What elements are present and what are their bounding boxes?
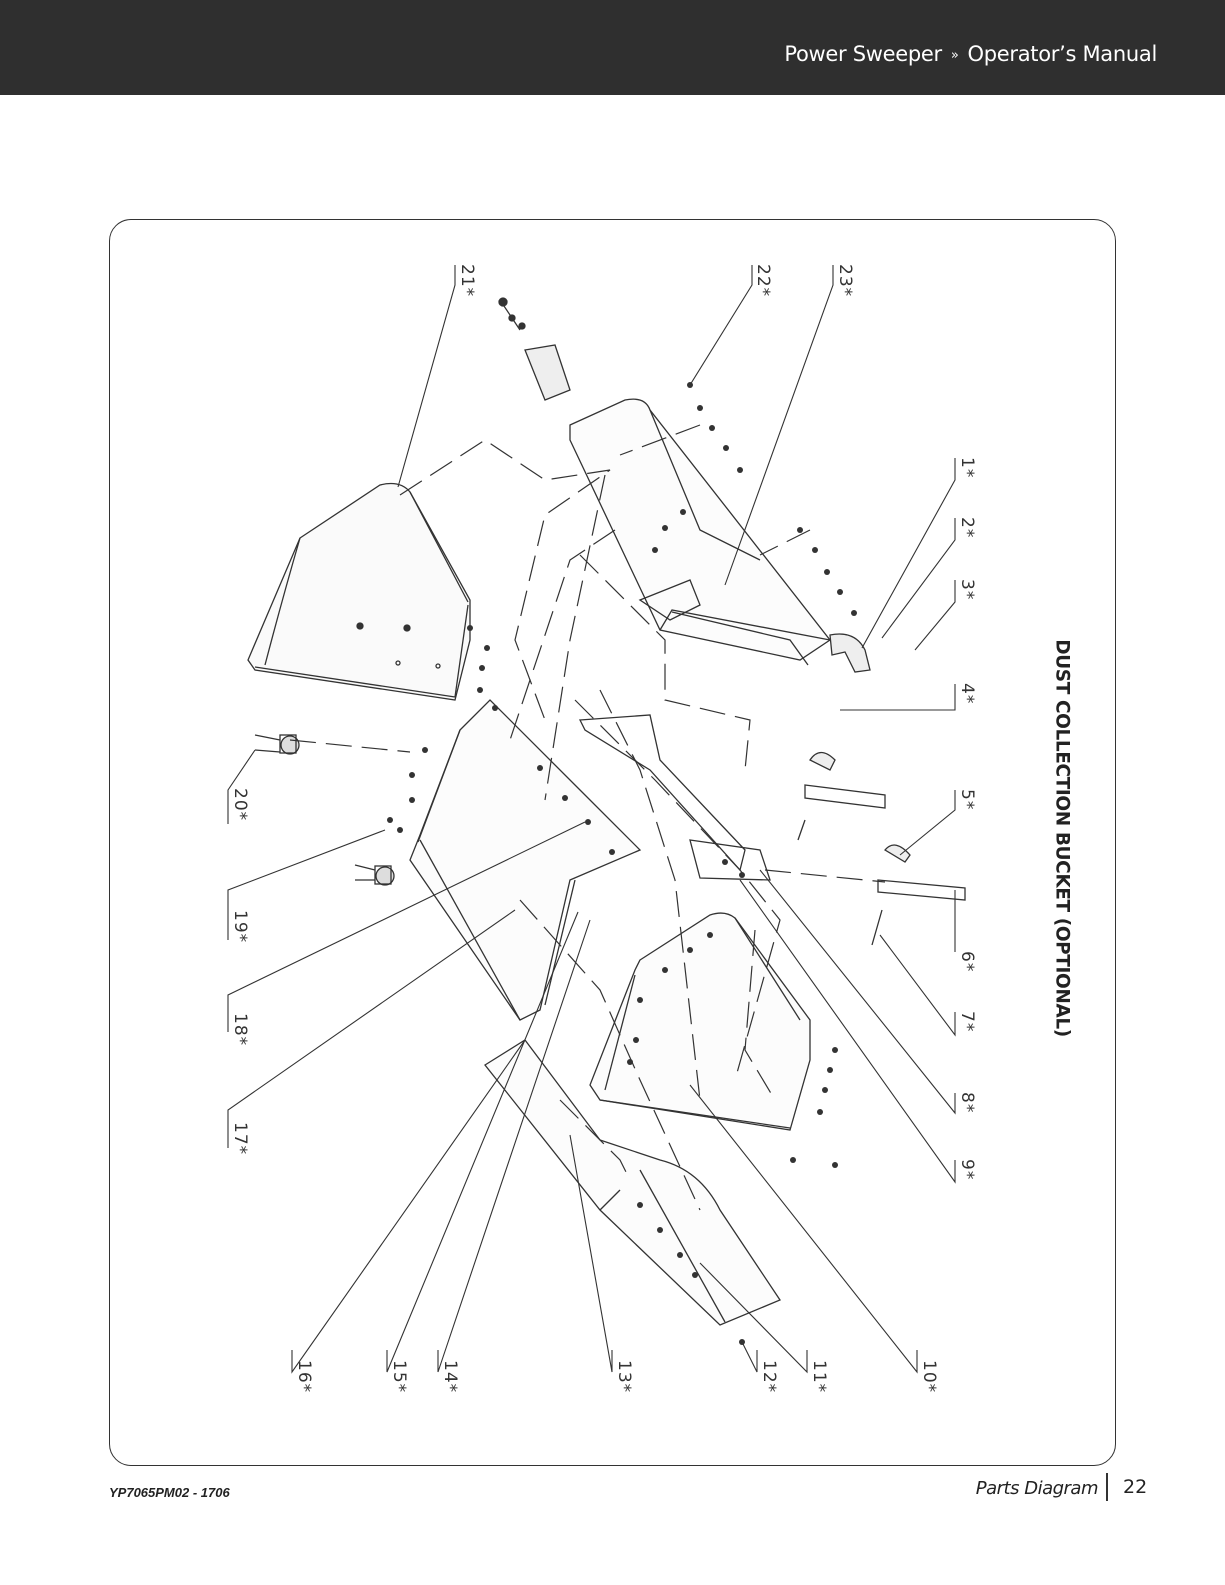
callout-23: 23* (835, 264, 855, 297)
top-frame-plate (570, 399, 830, 665)
callout-6: 6* (957, 951, 977, 972)
callout-19: 19* (230, 910, 250, 943)
callout-5: 5* (957, 789, 977, 810)
callout-13: 13* (614, 1360, 634, 1393)
callout-9: 9* (957, 1159, 977, 1180)
wheel-tubes (798, 634, 965, 945)
callout-12: 12* (759, 1360, 779, 1393)
latch-assembly (499, 298, 570, 400)
footer-section-title: Parts Diagram (976, 1478, 1098, 1499)
callout-16: 16* (294, 1360, 314, 1393)
diagram-title: DUST COLLECTION BUCKET (OPTIONAL) (1052, 639, 1073, 1037)
callout-1: 1* (957, 457, 977, 478)
callout-15: 15* (389, 1360, 409, 1393)
document-code: YP7065PM02 - 1706 (109, 1485, 230, 1500)
callout-10: 10* (919, 1360, 939, 1393)
caster-wheels (255, 735, 394, 885)
callout-7: 7* (957, 1011, 977, 1032)
callout-18: 18* (230, 1013, 250, 1046)
callout-22: 22* (753, 264, 773, 297)
callout-17: 17* (230, 1122, 250, 1155)
callout-2: 2* (957, 517, 977, 538)
callout-3: 3* (957, 579, 977, 600)
callout-8: 8* (957, 1092, 977, 1113)
callout-11: 11* (809, 1360, 829, 1393)
callout-4: 4* (957, 683, 977, 704)
page-number: 22 (1123, 1476, 1147, 1498)
callout-20: 20* (230, 788, 250, 821)
footer-divider (1106, 1473, 1108, 1501)
callout-14: 14* (440, 1360, 460, 1393)
center-tray (410, 700, 640, 1020)
bucket-side-panel (248, 484, 470, 700)
callout-21: 21* (457, 264, 477, 297)
